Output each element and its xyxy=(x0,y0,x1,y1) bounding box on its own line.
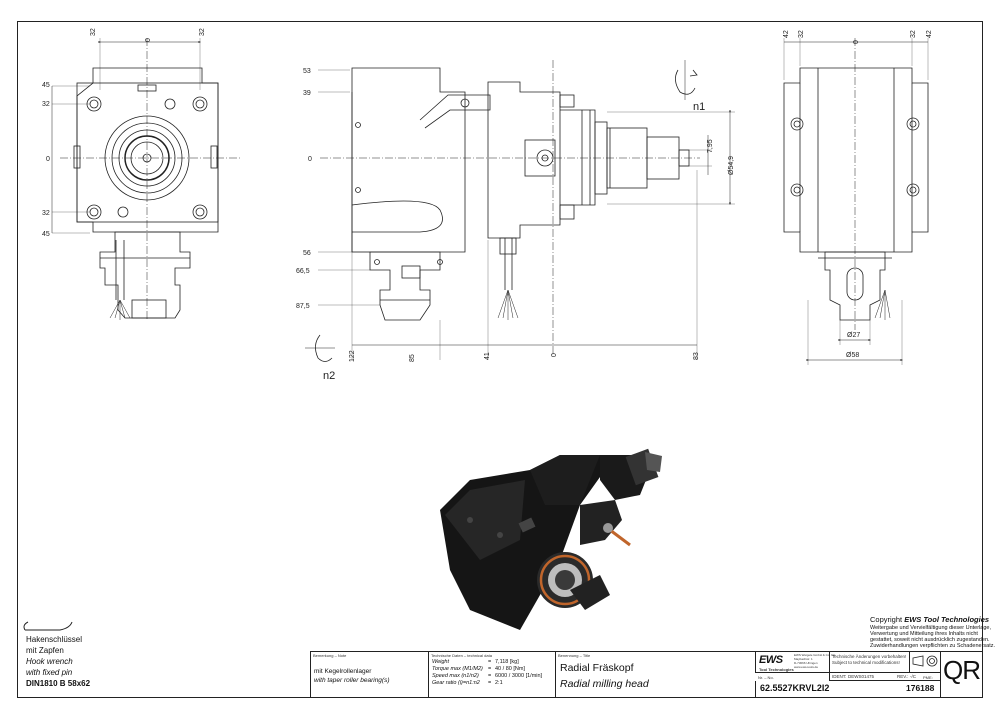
dim-front-left-45a: 45 xyxy=(42,82,50,89)
dim-side-bottom-0: 0 xyxy=(551,353,558,357)
company-line-4: www.ews-tools.de xyxy=(794,665,819,669)
company-cell xyxy=(755,651,829,673)
dim-front-top-center: 0 xyxy=(145,38,152,42)
ident-label: IDENT: xyxy=(832,674,847,679)
tech-header: Technische Daten – technical data xyxy=(431,653,492,658)
copyright-brand: EWS Tool Technologies xyxy=(904,615,990,624)
wrench-note-en1: Hook wrench xyxy=(26,657,73,666)
dim-front-top-left: 32 xyxy=(90,28,97,36)
dim-rear-dia-27: Ø27 xyxy=(847,332,860,339)
tech-speed-eq: = xyxy=(488,673,492,679)
tech-torque-label: Torque max (M1/M2) xyxy=(432,666,483,672)
dim-side-dia-54-9: Ø54,9 xyxy=(728,156,735,175)
dim-side-83: 83 xyxy=(693,352,700,360)
rotation-n2-label: n2 xyxy=(323,370,335,382)
tech-torque-value: 40 / 80 [Nm] xyxy=(495,666,525,672)
rear-view xyxy=(783,38,929,365)
sheet-border xyxy=(17,21,983,698)
copyright-title: Copyright EWS Tool Technologies xyxy=(870,616,989,624)
dim-rear-dia-58: Ø58 xyxy=(846,352,859,359)
ident-value: DEWS01475 xyxy=(848,674,875,679)
remark-header: Bemerkung – Note xyxy=(313,653,347,658)
tech-data-cell xyxy=(428,651,555,698)
dim-side-122: 122 xyxy=(349,350,356,362)
dim-side-53: 53 xyxy=(303,68,311,75)
change-notice-cell xyxy=(829,651,909,673)
rev-value: -/C xyxy=(910,674,916,679)
ews-logo-sub: Tool Technologies xyxy=(759,667,794,672)
dim-front-left-0: 0 xyxy=(46,156,50,163)
side-view xyxy=(305,60,735,362)
hook-wrench-icon xyxy=(23,621,73,631)
change-line-2: Subject to technical modifications! xyxy=(832,660,900,665)
rev-label: REV.: xyxy=(897,674,909,679)
copyright-line-4: Zuwiderhandlungen verpflichten zu Schade… xyxy=(870,643,996,649)
company-line-2: Maybachstr. 1 xyxy=(794,657,813,661)
ident-row xyxy=(829,673,940,681)
title-block xyxy=(310,651,983,698)
tech-weight-label: Weight xyxy=(432,659,450,665)
part-no-label: Nr. – No. xyxy=(758,675,774,680)
copyright-line-1: Weitergabe und Vervielfältigung dieser U… xyxy=(870,625,991,631)
dim-rear-32a: 32 xyxy=(798,30,805,38)
dim-front-left-32a: 32 xyxy=(42,101,50,108)
tech-weight-eq: = xyxy=(488,659,492,665)
front-view xyxy=(51,38,240,320)
qr-mark: QR xyxy=(943,655,981,685)
tech-ratio-label: Gear ratio (i)=n1:n2 xyxy=(432,680,480,686)
company-line-3: D-73066 Uhingen xyxy=(794,661,818,665)
dim-rear-42b: 42 xyxy=(926,30,933,38)
company-line-1: EWS Weigele GmbH & Co. KG xyxy=(794,653,836,657)
name-header: Benennung – Title xyxy=(558,653,591,658)
qr-cell xyxy=(940,651,983,698)
dim-side-39: 39 xyxy=(303,90,311,97)
wrench-note-en2: with fixed pin xyxy=(26,668,73,677)
copyright-line-2: Verwertung und Mitteilung ihres Inhalts … xyxy=(870,631,978,637)
tech-ratio-value: 2:1 xyxy=(495,680,503,686)
part-number: 62.5527KRVL2I2 xyxy=(760,683,830,693)
name-de: Radial Fräskopf xyxy=(560,662,634,674)
product-render xyxy=(440,448,662,630)
dim-rear-0: 0 xyxy=(853,40,860,44)
dim-front-top-right: 32 xyxy=(199,28,206,36)
rotation-n1-label: n1 xyxy=(693,101,705,113)
wrench-note-de2: mit Zapfen xyxy=(26,646,64,655)
dim-rear-42a: 42 xyxy=(783,30,790,38)
tech-torque-eq: = xyxy=(488,666,492,672)
dim-front-left-32b: 32 xyxy=(42,210,50,217)
name-cell xyxy=(555,651,755,698)
copyright-prefix: Copyright xyxy=(870,615,905,624)
ref-label: PME: xyxy=(923,675,933,680)
dim-side-7-95: 7,95 xyxy=(707,139,714,153)
dim-side-0: 0 xyxy=(308,156,312,163)
wrench-note-de1: Hakenschlüssel xyxy=(26,635,83,644)
tech-ratio-eq: = xyxy=(488,680,492,686)
code-number: 176188 xyxy=(906,683,935,693)
dim-front-left-45b: 45 xyxy=(42,231,50,238)
name-en: Radial milling head xyxy=(560,678,649,690)
remark-de: mit Kegelrollenlager xyxy=(314,668,372,675)
dim-side-56: 56 xyxy=(303,250,311,257)
dim-side-85: 85 xyxy=(409,354,416,362)
copyright-line-3: gestattet, soweit nicht ausdrücklich zug… xyxy=(870,637,990,643)
ews-logo: EWS xyxy=(759,654,783,666)
change-line-1: Technische Änderungen vorbehalten! xyxy=(832,654,907,659)
tech-speed-value: 6000 / 3000 [1/min] xyxy=(495,673,543,679)
projection-cell xyxy=(909,651,940,673)
dimension-labels: 32 0 32 45 32 0 32 45 53 39 0 56 66,5 87… xyxy=(42,28,933,382)
dim-side-87-5: 87,5 xyxy=(296,303,310,310)
tech-speed-label: Speed max (n1/n2) xyxy=(432,673,479,679)
remark-en: with taper roller bearing(s) xyxy=(314,677,390,684)
dim-side-41: 41 xyxy=(484,352,491,360)
part-number-row xyxy=(755,681,940,698)
dim-rear-32b: 32 xyxy=(910,30,917,38)
dim-side-66-5: 66,5 xyxy=(296,268,310,275)
wrench-norm: DIN1810 B 58x62 xyxy=(26,679,91,688)
tech-weight-value: 7,118 [kg] xyxy=(495,659,519,665)
projection-symbol-icon xyxy=(912,655,938,667)
